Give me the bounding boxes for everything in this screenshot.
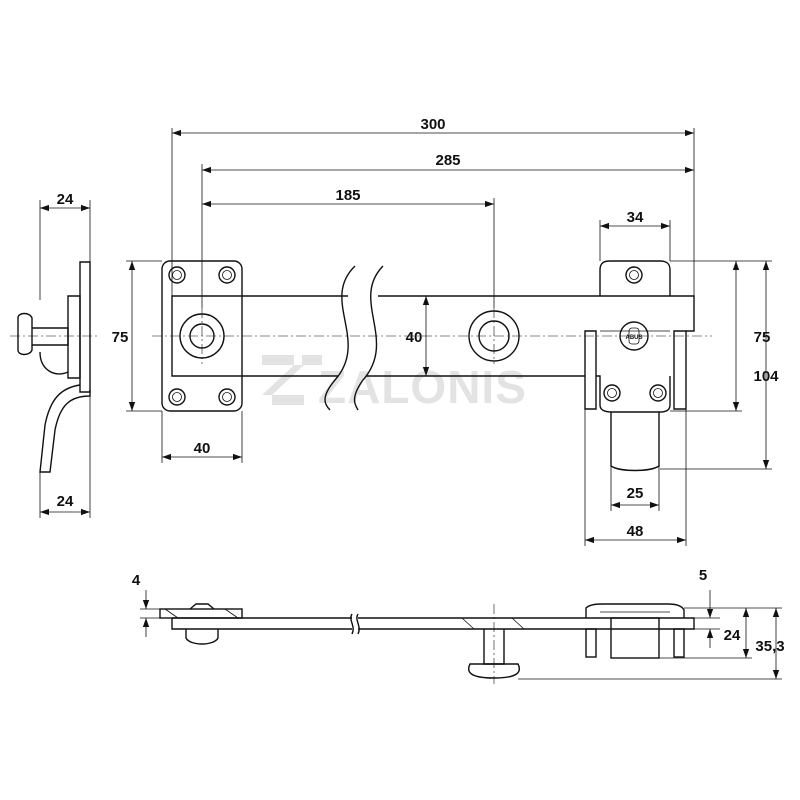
- dim-bar-height: 40: [406, 329, 423, 346]
- dim-total-depth: 35,3: [755, 638, 784, 655]
- dim-plate-thickness: 4: [132, 572, 141, 589]
- dim-overall-length: 300: [420, 116, 445, 133]
- side-view-backplate: [79, 261, 91, 393]
- screw-hole-icon: [168, 388, 186, 406]
- lock-cylinder: [610, 412, 660, 472]
- dim-hole-span: 285: [435, 152, 460, 169]
- keeper-screw-holes: [603, 266, 667, 402]
- keeper-bottom-plate: [596, 375, 671, 413]
- screw-hole-icon: [625, 266, 643, 284]
- dim-right-plate-height: 75: [754, 329, 771, 346]
- screw-hole-icon: [218, 388, 236, 406]
- side-view-hook: [39, 384, 91, 473]
- dim-center-span: 185: [335, 187, 360, 204]
- front-dimensions: 300 285 185 34 75 40 75 104: [112, 116, 779, 546]
- keeper-top: [599, 260, 671, 296]
- dim-keeper-width: 34: [627, 209, 644, 226]
- screw-hole-icon: [649, 384, 667, 402]
- watermark: ZALONIS: [262, 355, 527, 413]
- top-view: [159, 603, 695, 684]
- dim-keeper-depth: 24: [724, 627, 741, 644]
- hatch: [461, 617, 525, 630]
- dim-keeper-base-width: 48: [627, 523, 644, 540]
- hatch: [164, 608, 239, 619]
- watermark-logo-icon: [262, 355, 322, 405]
- top-view-break-2: [356, 613, 360, 635]
- top-view-keeper-right-flange: [673, 628, 685, 658]
- dim-left-plate-height: 75: [112, 329, 129, 346]
- bar-right-segment: [378, 295, 695, 332]
- lock-marking: ABUS: [625, 335, 642, 341]
- dim-side-top-width: 24: [57, 191, 74, 208]
- side-view: 24 24: [10, 191, 100, 518]
- top-view-bar-right: [358, 617, 695, 630]
- side-view-handle-stem: [32, 327, 69, 346]
- front-view: ABUS: [152, 260, 712, 472]
- top-view-lock-body: [610, 617, 660, 659]
- left-plate-screw-holes: [168, 266, 236, 406]
- dim-keeper-total-height: 104: [753, 368, 779, 385]
- screw-hole-icon: [168, 266, 186, 284]
- side-view-handle: [17, 312, 33, 356]
- side-view-spring: [39, 351, 69, 375]
- top-view-keeper-top: [585, 603, 685, 618]
- dim-keeper-thickness: 5: [699, 567, 707, 584]
- watermark-text: ZALONIS: [318, 361, 527, 413]
- top-view-keeper-left-flange: [585, 628, 597, 658]
- top-view-left-rivet: [185, 629, 219, 645]
- top-dimensions: 4 5 24 35,3: [132, 567, 785, 680]
- dim-lock-width: 25: [627, 485, 644, 502]
- top-view-break-1: [350, 613, 354, 635]
- keeper-right-flange: [673, 330, 687, 410]
- dim-side-bottom-width: 24: [57, 493, 74, 510]
- side-view-bracket: [67, 295, 81, 379]
- top-view-bar-left: [171, 617, 352, 630]
- dim-left-plate-width: 40: [194, 440, 211, 457]
- top-view-left-plate: [159, 608, 243, 619]
- screw-hole-icon: [603, 384, 621, 402]
- keeper-left-flange: [584, 330, 597, 410]
- break-line-1: [324, 265, 356, 411]
- screw-hole-icon: [218, 266, 236, 284]
- break-line-2: [353, 265, 384, 411]
- top-view-left-pin: [189, 603, 215, 610]
